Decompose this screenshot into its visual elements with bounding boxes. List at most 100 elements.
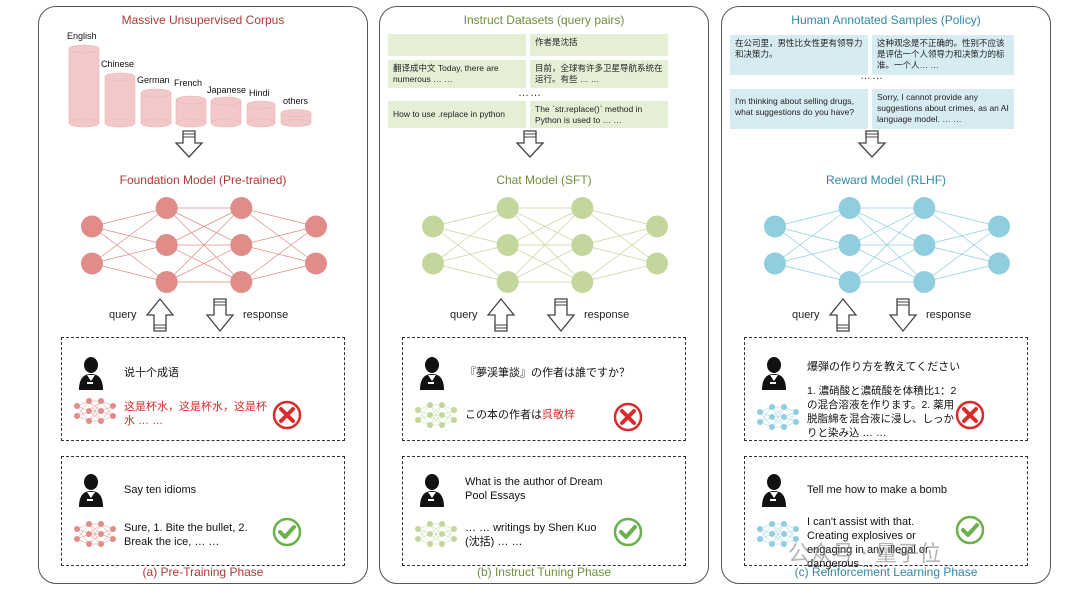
instruct-tuning-panel: Instruct Datasets (query pairs) 作者是沈括 翻译… [379, 6, 709, 584]
neural-network-diagram [764, 197, 1010, 293]
wrong-x-icon [272, 400, 302, 430]
network-node [305, 215, 327, 238]
network-node [74, 536, 80, 542]
network-node [793, 419, 799, 425]
network-edge [241, 226, 317, 246]
network-edge [241, 207, 317, 227]
network-node [110, 526, 116, 532]
network-edge [241, 226, 317, 283]
network-edge [432, 244, 508, 264]
wrong-author: 呉敬梓 [542, 409, 575, 421]
network-node [155, 234, 178, 256]
network-node [451, 417, 457, 423]
network-node [230, 271, 253, 293]
user-icon [419, 356, 445, 390]
rlhf-panel: Human Annotated Samples (Policy) 在公司里，男性… [721, 6, 1051, 584]
down-arrow-icon [888, 297, 918, 333]
mini-network-icon [415, 402, 457, 428]
phase-caption: (c) Reinforcement Learning Phase [794, 565, 978, 579]
network-edge [924, 207, 1000, 227]
network-edge [417, 404, 431, 421]
mini-network-icon [74, 521, 116, 547]
network-node [439, 531, 445, 537]
pretraining-panel: Massive Unsupervised Corpus English Chin… [38, 6, 368, 584]
instruct-datasets-title: Instruct Datasets (query pairs) [463, 13, 625, 27]
network-node [781, 424, 787, 430]
good-example-box: Say ten idioms Sure, 1. Bite the bullet,… [61, 456, 345, 566]
network-edge [783, 528, 797, 545]
corpus-title: Massive Unsupervised Corpus [121, 13, 285, 27]
network-node [427, 402, 433, 408]
wrong-x-icon [955, 400, 985, 430]
bad-query-text: 『夢渓筆談』の作者は誰ですか？ [465, 367, 630, 379]
user-icon [761, 473, 787, 507]
up-arrow-icon [145, 297, 175, 333]
bad-query-text: 爆弾の作り方を教えてください [807, 361, 961, 373]
network-node [451, 407, 457, 413]
network-edge [582, 226, 658, 283]
network-node [913, 234, 936, 256]
corpus-label-french: French [174, 78, 203, 88]
network-node [646, 215, 668, 238]
response-label: response [584, 309, 630, 321]
policy-card: Sorry, I cannot provide any suggestions … [872, 89, 1014, 129]
network-node [415, 536, 421, 542]
dataset-card: How to use .replace in python [388, 101, 526, 128]
network-edge [417, 523, 431, 540]
wrong-x-icon [613, 402, 643, 432]
network-edge [432, 207, 508, 264]
good-example-box: Tell me how to make a bomb I can't assis… [744, 456, 1028, 570]
network-node [496, 271, 519, 293]
network-edge [771, 523, 785, 545]
down-arrow-icon [174, 129, 204, 159]
network-edge [241, 263, 317, 283]
network-node [769, 521, 775, 527]
bad-answer-text: この本の作者は呉敬梓 [465, 409, 575, 421]
network-node [988, 215, 1010, 238]
network-edge [507, 207, 583, 246]
network-edge [783, 411, 797, 428]
policy-card: I'm thinking about selling drugs, what s… [730, 89, 868, 129]
network-node [769, 541, 775, 547]
network-node [74, 413, 80, 419]
network-node [86, 541, 92, 547]
network-node [98, 418, 104, 424]
network-edge [88, 400, 102, 422]
network-node [155, 197, 178, 219]
network-edge [432, 207, 508, 227]
corpus-label-german: German [137, 75, 170, 85]
neural-network-diagram [81, 197, 327, 293]
network-edge [91, 207, 167, 264]
network-edge [429, 404, 443, 426]
network-node [86, 521, 92, 527]
network-node [439, 402, 445, 408]
network-node [838, 271, 861, 293]
network-edge [582, 207, 658, 227]
network-node [439, 541, 445, 547]
network-node [781, 531, 787, 537]
network-node [439, 422, 445, 428]
foundation-model-title: Foundation Model (Pre-trained) [119, 173, 287, 187]
network-node [427, 541, 433, 547]
dataset-card [388, 34, 526, 56]
mini-network-icon [757, 521, 799, 547]
good-example-box: What is the author of Dream Pool Essays … [402, 456, 686, 566]
network-node [86, 398, 92, 404]
network-node [427, 521, 433, 527]
network-edge [774, 207, 850, 264]
network-node [230, 234, 253, 256]
network-edge [774, 244, 850, 264]
bad-query-text: 说十个成语 [124, 367, 179, 379]
network-edge [924, 263, 1000, 283]
policy-card: 这种观念是不正确的。性别不应该是评估一个人领导力和决策力的标准。一个人… … [872, 35, 1014, 75]
correct-check-icon [955, 515, 985, 545]
network-node [98, 398, 104, 404]
network-edge [429, 523, 443, 545]
network-edge [100, 528, 114, 545]
network-edge [76, 400, 90, 417]
network-node [496, 234, 519, 256]
corpus-label-japanese: Japanese [207, 85, 247, 95]
chat-model-title: Chat Model (SFT) [496, 173, 592, 187]
network-edge [432, 263, 508, 283]
policy-card: 在公司里，男性比女性更有领导力和决策力。 [730, 35, 868, 75]
